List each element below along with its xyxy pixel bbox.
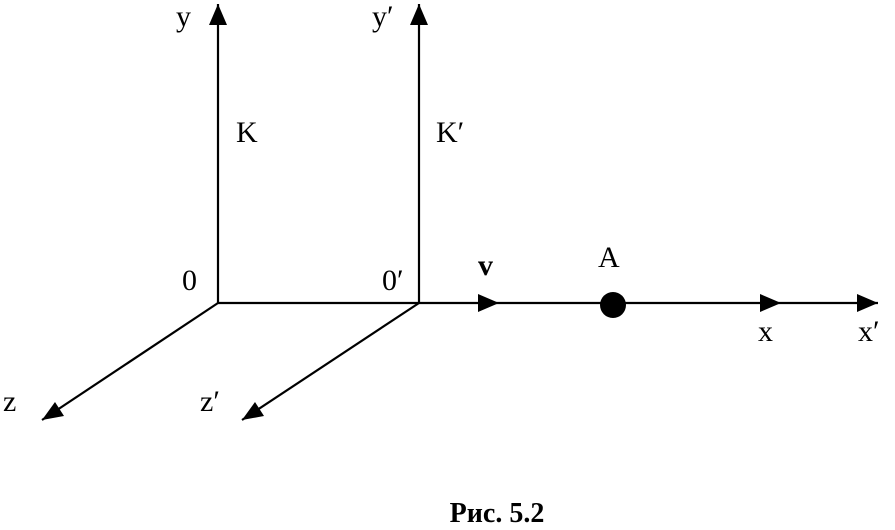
z-prime-axis-label: z′ (200, 385, 220, 418)
origin-prime-label: 0′ (382, 264, 404, 297)
y-axis-label: y (176, 0, 191, 33)
frame-k-prime-label: K′ (436, 116, 464, 149)
y-prime-axis-label: y′ (372, 0, 394, 33)
frame-k-label: K (236, 116, 258, 149)
y-prime-axis-arrowhead (410, 4, 428, 25)
figure-caption: Рис. 5.2 (450, 498, 545, 529)
y-axis-arrowhead (209, 4, 227, 25)
x-prime-axis-label: x′ (858, 315, 880, 348)
velocity-label: v (478, 249, 493, 282)
z-axis-arrowhead (42, 402, 64, 420)
x-axis-label: x (758, 315, 773, 348)
x-axis-arrowhead (760, 294, 781, 312)
x-prime-axis-arrowhead (857, 294, 878, 312)
origin-label: 0 (182, 264, 197, 297)
z-axis-label: z (3, 385, 16, 418)
point-a-dot (600, 292, 626, 318)
point-a-label: A (598, 241, 620, 274)
velocity-arrowhead (478, 294, 499, 312)
z-axis (41, 302, 219, 421)
z-prime-axis-arrowhead (242, 402, 264, 420)
z-prime-axis (241, 302, 420, 421)
